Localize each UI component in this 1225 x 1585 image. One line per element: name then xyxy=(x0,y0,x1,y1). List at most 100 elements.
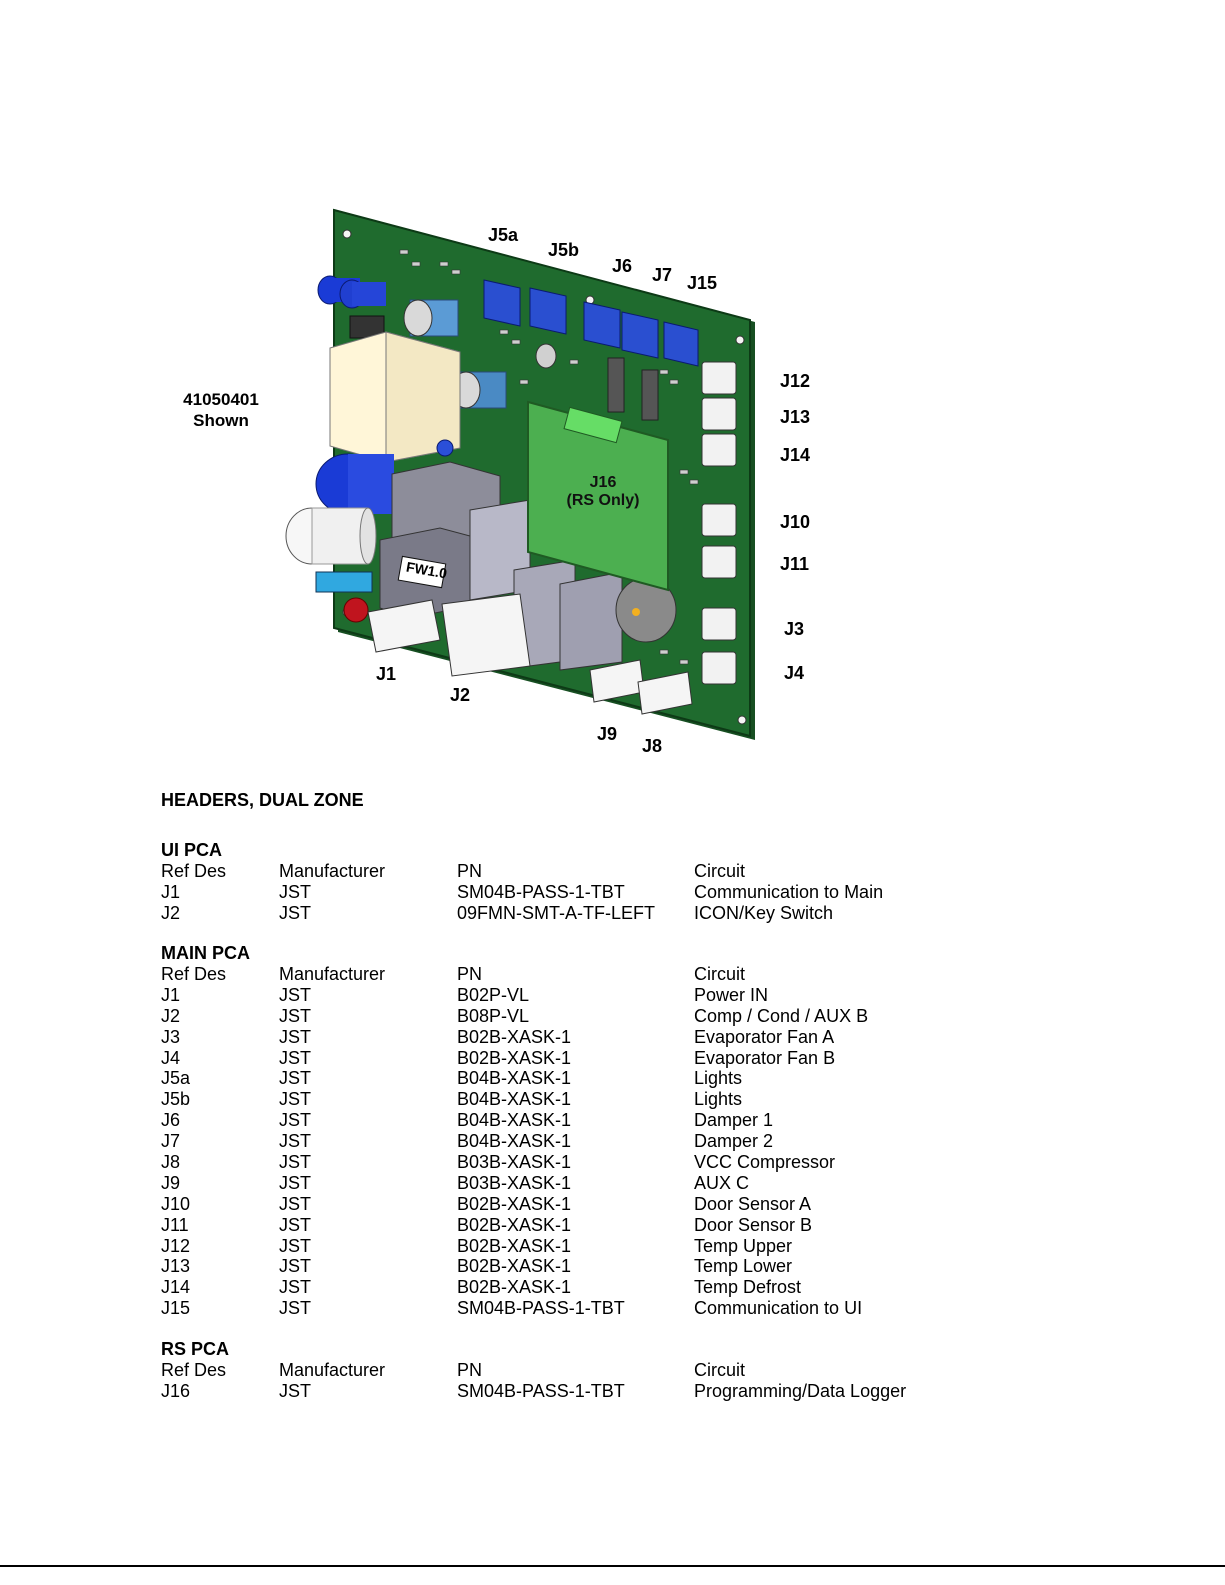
cell-manufacturer: JST xyxy=(279,1005,312,1026)
rs-board-ref: J16 xyxy=(589,474,617,491)
white-connectors-bottom xyxy=(367,593,693,715)
ic-chip xyxy=(607,357,625,413)
cell-pn: B04B-XASK-1 xyxy=(457,1068,572,1089)
cell-circuit: ICON/Key Switch xyxy=(694,902,834,923)
cell-ref-des: J3 xyxy=(161,1026,181,1047)
callout-j8: J8 xyxy=(642,736,663,756)
cell-manufacturer: JST xyxy=(279,1235,312,1256)
cell-pn: B02B-XASK-1 xyxy=(457,1193,572,1214)
cell-manufacturer: JST xyxy=(279,881,312,902)
col-pn: PN xyxy=(457,861,483,881)
capacitor-large xyxy=(315,439,454,515)
cell-manufacturer: JST xyxy=(279,1089,312,1110)
cell-circuit: Temp Upper xyxy=(694,1235,793,1256)
table-row: J5a JST B04B-XASK-1 Lights xyxy=(161,1068,961,1089)
col-pn: PN xyxy=(457,964,483,984)
callout-j13: J13 xyxy=(780,407,811,427)
cell-ref-des: J16 xyxy=(161,1380,191,1401)
cell-pn: B04B-XASK-1 xyxy=(457,1089,572,1110)
pca-title: MAIN PCA xyxy=(161,943,250,963)
ui-pca-block: UI PCA Ref Des Manufacturer PN Circuit J… xyxy=(161,840,961,924)
cell-pn: B02B-XASK-1 xyxy=(457,1256,572,1277)
col-manufacturer: Manufacturer xyxy=(279,861,386,881)
rs-pca-block: RS PCA Ref Des Manufacturer PN Circuit J… xyxy=(161,1339,961,1402)
cell-ref-des: J6 xyxy=(161,1110,181,1131)
cell-circuit: Communication to UI xyxy=(694,1298,863,1319)
cell-ref-des: J8 xyxy=(161,1152,181,1173)
pca-title: UI PCA xyxy=(161,840,223,860)
rs-board-label: J16 (RS Only) xyxy=(565,474,641,510)
capacitor-blue-pair xyxy=(317,275,386,309)
table-row: J2 JST 09FMN-SMT-A-TF-LEFT ICON/Key Swit… xyxy=(161,903,961,924)
cell-manufacturer: JST xyxy=(279,1110,312,1131)
cell-pn: B04B-XASK-1 xyxy=(457,1110,572,1131)
cell-pn: B04B-XASK-1 xyxy=(457,1131,572,1152)
cell-circuit: Lights xyxy=(694,1089,743,1110)
transformer xyxy=(329,331,461,463)
cell-pn: B02B-XASK-1 xyxy=(457,1235,572,1256)
cell-ref-des: J4 xyxy=(161,1047,181,1068)
cell-ref-des: J5a xyxy=(161,1068,191,1089)
cell-manufacturer: JST xyxy=(279,1047,312,1068)
board-shown-text: Shown xyxy=(193,411,249,430)
cell-pn: B03B-XASK-1 xyxy=(457,1172,572,1193)
pca-title: RS PCA xyxy=(161,1339,230,1359)
table-row: J5b JST B04B-XASK-1 Lights xyxy=(161,1089,961,1110)
cell-ref-des: J15 xyxy=(161,1298,191,1319)
cell-pn: SM04B-PASS-1-TBT xyxy=(457,1380,625,1401)
section-title: HEADERS, DUAL ZONE xyxy=(161,790,364,810)
cell-circuit: Temp Lower xyxy=(694,1256,793,1277)
cell-ref-des: J5b xyxy=(161,1089,191,1110)
cell-ref-des: J1 xyxy=(161,984,181,1005)
callout-j10: J10 xyxy=(780,512,811,532)
cell-ref-des: J9 xyxy=(161,1172,181,1193)
cell-pn: SM04B-PASS-1-TBT xyxy=(457,1298,625,1319)
cell-circuit: Evaporator Fan B xyxy=(694,1047,836,1068)
cell-manufacturer: JST xyxy=(279,1068,312,1089)
callout-j14: J14 xyxy=(780,445,811,465)
table-header-row: Ref Des Manufacturer PN Circuit xyxy=(161,1360,961,1381)
cell-ref-des: J12 xyxy=(161,1235,191,1256)
cell-manufacturer: JST xyxy=(279,902,312,923)
table-row: J1 JST SM04B-PASS-1-TBT Communication to… xyxy=(161,882,961,903)
mounting-hole xyxy=(737,715,747,725)
cell-circuit: Lights xyxy=(694,1068,743,1089)
cell-ref-des: J10 xyxy=(161,1193,191,1214)
callout-j1: J1 xyxy=(376,664,397,684)
callout-j12: J12 xyxy=(780,371,811,391)
white-connectors-right xyxy=(701,361,737,685)
cell-ref-des: J14 xyxy=(161,1277,191,1298)
cell-circuit: Communication to Main xyxy=(694,881,884,902)
cell-manufacturer: JST xyxy=(279,1277,312,1298)
cell-pn: B03B-XASK-1 xyxy=(457,1152,572,1173)
cell-circuit: AUX C xyxy=(694,1172,750,1193)
col-circuit: Circuit xyxy=(694,861,746,881)
cell-manufacturer: JST xyxy=(279,1026,312,1047)
cell-manufacturer: JST xyxy=(279,1256,312,1277)
cell-circuit: Power IN xyxy=(694,984,769,1005)
cell-pn: B02B-XASK-1 xyxy=(457,1277,572,1298)
blue-component xyxy=(315,571,373,593)
firmware-label-box xyxy=(397,555,447,589)
cell-circuit: Damper 2 xyxy=(694,1131,774,1152)
cell-pn: B02B-XASK-1 xyxy=(457,1214,572,1235)
cell-ref-des: J11 xyxy=(161,1214,189,1235)
cell-ref-des: J1 xyxy=(161,881,181,902)
col-ref-des: Ref Des xyxy=(161,1360,227,1380)
rs-board-note: (RS Only) xyxy=(566,492,640,509)
ic-chip xyxy=(641,369,659,421)
cell-ref-des: J7 xyxy=(161,1131,181,1152)
col-manufacturer: Manufacturer xyxy=(279,964,386,984)
col-ref-des: Ref Des xyxy=(161,861,227,881)
cell-pn: SM04B-PASS-1-TBT xyxy=(457,881,625,902)
